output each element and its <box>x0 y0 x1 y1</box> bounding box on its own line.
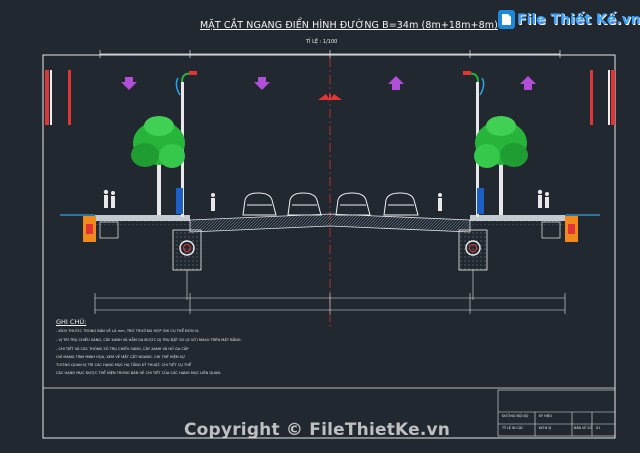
title-block-cell: KÝ HIỆU <box>539 414 553 418</box>
side-label-left <box>45 70 71 125</box>
manhole-left <box>172 229 202 300</box>
note-line: - VỊ TRÍ TRỤ CHIẾU SÁNG, CÂY XANH VÀ HẦM… <box>56 338 242 342</box>
side-label-right <box>590 70 615 125</box>
notes-heading: GHI CHÚ: <box>56 318 87 326</box>
note-line: CHỈ MANG TÍNH MINH HỌA, XEM VẼ MẶT CẮT N… <box>56 355 186 359</box>
title-block-cell: ĐƯỜNG NỘI BỘ <box>502 414 529 418</box>
copyright-watermark: Copyright © FileThietKe.vn <box>184 420 451 440</box>
title-block-cell: ĐƠN VỊ <box>539 426 552 430</box>
drawing-frame <box>42 54 616 439</box>
logo-text: File Thiết Kế.vn <box>517 11 640 28</box>
crown-marker-icon <box>318 94 342 100</box>
note-line: - CHI TIẾT VÀ CÁC THÔNG SỐ TRỤ CHIẾU SÁN… <box>56 347 189 351</box>
note-line: TƯƠNG QUAN VỊ TRÍ CÁC HẠNG MỤC HẠ TẦNG K… <box>56 363 192 367</box>
title-block-cell: TỶ LỆ IN CÁC <box>502 426 524 430</box>
lane-arrow-down-icon <box>121 77 270 90</box>
title-block <box>497 389 616 437</box>
lane-arrow-up-icon <box>388 76 536 90</box>
manhole-right <box>458 229 488 300</box>
title-block-cell: 01 <box>596 426 601 430</box>
site-logo: File Thiết Kế.vn <box>498 10 640 29</box>
pedestrian-icons <box>103 189 549 211</box>
top-dimension <box>99 50 561 58</box>
title-block-cell: BẢN VẼ SỐ <box>574 426 593 430</box>
tree-left-icon <box>131 116 185 215</box>
car-icons <box>242 192 419 216</box>
note-line: CÁC HẠNG MỤC ĐƯỢC THỂ HIỆN TRONG BẢN VẼ … <box>56 371 222 375</box>
note-line: - KÍCH THƯỚC TRONG BẢN VẼ LÀ mm, TRỪ TRƯ… <box>56 329 200 333</box>
drawing-title: MẶT CẮT NGANG ĐIỂN HÌNH ĐƯỜNG B=34m (8m+… <box>200 20 498 31</box>
utility-boxes <box>83 216 578 242</box>
logo-badge-icon <box>498 10 515 29</box>
drawing-scale: TỈ LỆ : 1/100 <box>306 39 338 45</box>
tree-right-icon <box>474 116 528 215</box>
bottom-dimensions <box>94 293 566 314</box>
